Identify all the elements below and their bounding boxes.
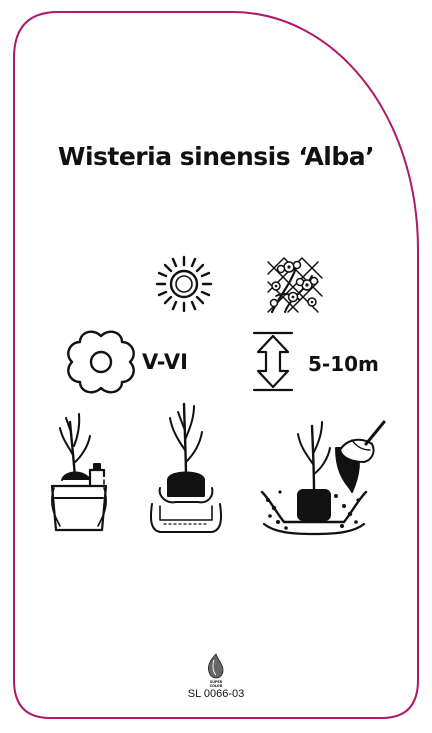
trellis-climber-icon [267, 257, 323, 314]
place-in-pit-icon [150, 402, 222, 533]
card-border [13, 11, 419, 719]
brand-line-2: COLOR [210, 684, 223, 688]
height-arrow-icon [252, 331, 294, 392]
plant-name: Wisteria sinensis ‘Alba’ [57, 142, 375, 171]
brand-logo: SUPER COLOR [208, 653, 224, 688]
brand-line-1: SUPER [210, 680, 223, 684]
flowering-months: V-VI [142, 350, 188, 374]
sun-icon [155, 255, 213, 313]
catalog-code: SL 0066-03 [187, 688, 245, 700]
flower-icon [67, 330, 135, 394]
height-range: 5-10m [308, 352, 379, 376]
backfill-soil-icon [260, 420, 386, 536]
soak-in-bucket-icon [50, 413, 108, 532]
flame-icon [208, 653, 224, 679]
